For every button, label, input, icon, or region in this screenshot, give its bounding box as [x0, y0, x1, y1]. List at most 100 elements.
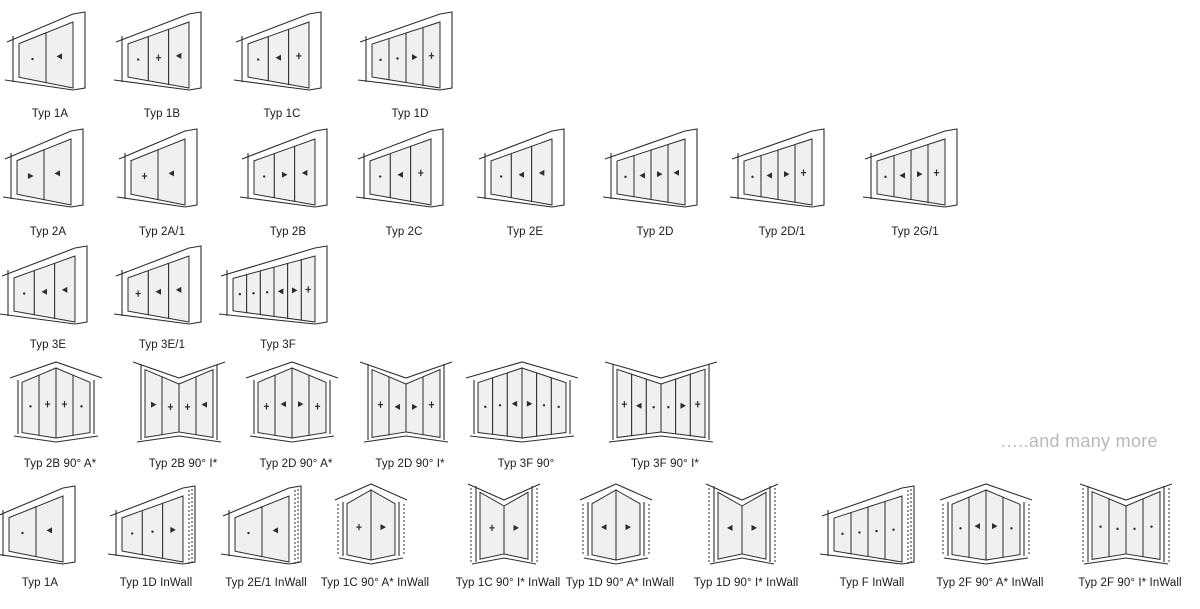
door-type-icon: [239, 128, 328, 208]
door-drawing: [0, 485, 76, 565]
door-type-label: Typ 2D/1: [758, 226, 806, 238]
door-drawing: [0, 245, 88, 325]
door-type-label: Typ 3F 90°: [497, 458, 555, 470]
door-type-label: Typ 1D InWall: [119, 577, 193, 589]
door-type-icon: [113, 245, 202, 325]
door-drawing: [239, 128, 328, 208]
door-drawing: [819, 485, 915, 565]
fixed-panel-dot: [80, 405, 83, 408]
door-type-item: [729, 125, 826, 211]
pivot-plus-mark: [44, 400, 51, 408]
slide-arrow-left: [727, 524, 733, 531]
door-drawing: [602, 128, 698, 208]
slide-arrow-right: [657, 171, 663, 178]
corner-door-drawing: [334, 483, 408, 565]
door-type-label: Typ 3E/1: [138, 339, 186, 351]
corner-door-drawing: [467, 483, 541, 565]
slide-arrow-right: [917, 171, 923, 178]
door-type-icon: [476, 128, 565, 208]
door-type-item: [9, 360, 106, 446]
door-drawing: [862, 128, 958, 208]
door-type-label: Typ 2B 90° A*: [23, 458, 97, 470]
door-type-icon: [602, 128, 698, 208]
door-drawing: [233, 11, 322, 91]
slide-arrow-right: [526, 400, 533, 407]
fixed-panel-dot: [667, 406, 670, 409]
fixed-panel-dot: [557, 405, 560, 409]
slide-arrow-right: [281, 171, 287, 178]
slide-arrow-right: [784, 171, 790, 178]
pivot-plus-mark: [141, 172, 148, 180]
door-panel: [503, 491, 529, 560]
slide-arrow-right: [625, 524, 631, 531]
door-panel: [741, 491, 767, 560]
door-type-label: Typ 3E: [29, 339, 67, 351]
door-drawing: [2, 128, 84, 208]
door-type-icon: [4, 11, 86, 91]
door-panel: [8, 506, 37, 558]
slide-arrow-left: [56, 53, 62, 60]
fixed-panel-dot: [1099, 525, 1102, 528]
door-type-icon: [819, 485, 915, 565]
door-type-item: [220, 482, 303, 568]
slide-arrow-left: [766, 172, 772, 179]
door-panel: [18, 32, 47, 84]
fixed-panel-dot: [265, 291, 269, 294]
door-type-item: [476, 125, 566, 211]
door-type-label: Typ 2F 90° A* InWall: [936, 577, 1044, 589]
door-panel: [234, 506, 263, 558]
slide-arrow-left: [636, 402, 642, 409]
fixed-panel-dot: [262, 175, 265, 178]
door-type-icon: [705, 483, 779, 565]
corner-door-drawing: [579, 483, 653, 565]
fixed-panel-dot: [542, 404, 546, 407]
slide-arrow-left: [275, 54, 281, 61]
door-drawing: [357, 11, 453, 91]
fixed-panel-dot: [875, 529, 878, 533]
door-type-icon: [132, 361, 226, 443]
door-type-icon: [939, 483, 1033, 565]
door-type-item: [355, 125, 445, 211]
slide-arrow-left: [168, 170, 174, 177]
fixed-panel-dot: [1116, 527, 1119, 531]
door-type-label: Typ 2C: [385, 226, 423, 238]
slide-arrow-right: [151, 401, 157, 408]
door-drawing: [4, 11, 86, 91]
slide-arrow-left: [639, 172, 645, 179]
fixed-panel-dot: [1010, 527, 1013, 530]
door-panel: [370, 489, 396, 561]
slide-arrow-left: [155, 288, 161, 295]
door-panel: [717, 491, 743, 560]
door-drawing: [220, 485, 302, 565]
fixed-panel-dot: [238, 292, 242, 296]
pivot-plus-mark: [295, 52, 301, 60]
slide-arrow-right: [680, 402, 686, 409]
fixed-panel-dot: [29, 405, 32, 408]
door-type-item: [705, 482, 782, 568]
fixed-panel-dot: [624, 175, 627, 179]
door-type-item: [819, 482, 916, 568]
door-type-label: Typ 2A: [29, 226, 67, 238]
door-type-icon: [107, 485, 196, 565]
fixed-panel-dot: [841, 532, 844, 536]
corner-door-drawing: [245, 361, 339, 443]
fixed-panel-dot: [499, 175, 502, 178]
pivot-plus-mark: [800, 169, 807, 176]
pivot-plus-mark: [184, 403, 191, 411]
door-type-label: Typ 2E: [506, 226, 544, 238]
door-type-item: [2, 125, 85, 211]
pivot-plus-mark: [167, 403, 174, 411]
door-drawing: [107, 485, 196, 565]
door-type-icon: [862, 128, 958, 208]
slide-arrow-left: [899, 172, 905, 179]
door-type-item: [116, 125, 199, 211]
pivot-plus-mark: [314, 403, 321, 410]
door-type-item: [359, 360, 456, 446]
door-type-icon: [579, 483, 653, 565]
slide-arrow-left: [272, 527, 278, 534]
door-type-label: Typ 1C 90° I* InWall: [455, 577, 561, 589]
door-type-item: [602, 125, 699, 211]
door-drawing: [116, 128, 198, 208]
slide-arrow-right: [412, 403, 418, 410]
pivot-plus-mark: [356, 523, 362, 531]
